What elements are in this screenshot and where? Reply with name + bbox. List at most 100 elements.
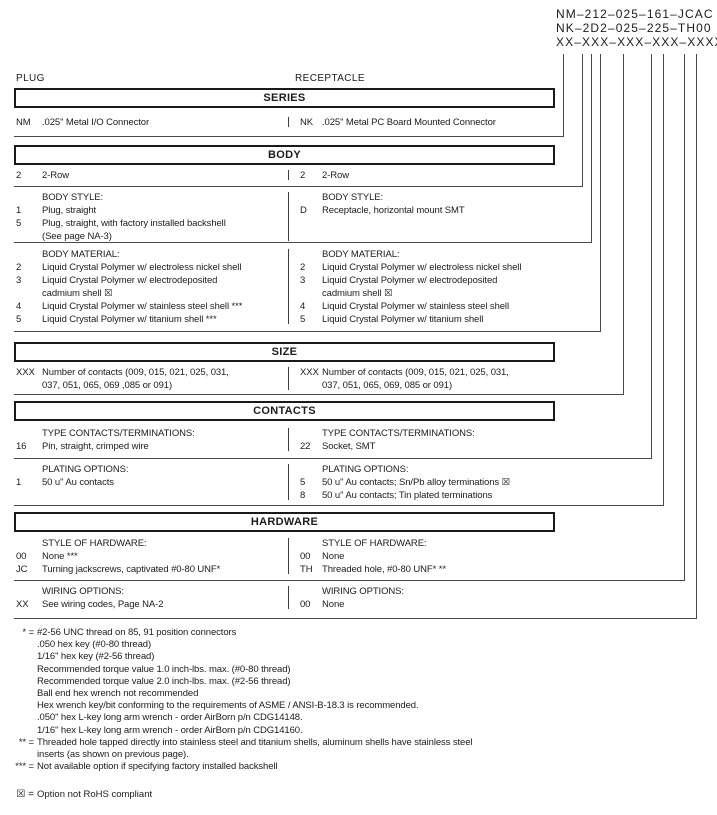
row-text: TYPE CONTACTS/TERMINATIONS: <box>322 428 475 439</box>
row-code: 8 <box>300 490 306 501</box>
rohs-text: Option not RoHS compliant <box>37 789 153 800</box>
row-text: None *** <box>42 551 78 562</box>
row-code: 4 <box>300 301 306 312</box>
row-line: TH Threaded hole, #0-80 UNF* ** <box>300 563 554 576</box>
row-text: .025" Metal PC Board Mounted Connector <box>322 117 496 128</box>
row-heading: BODY MATERIAL: <box>16 248 288 261</box>
row-text: (See page NA-3) <box>42 231 112 242</box>
section-title: SERIES <box>263 92 306 104</box>
row-heading: TYPE CONTACTS/TERMINATIONS: <box>16 427 288 440</box>
leader-line <box>663 54 664 506</box>
row-code: 5 <box>16 314 22 325</box>
row-heading: WIRING OPTIONS: <box>16 585 288 598</box>
row-code: 5 <box>300 314 306 325</box>
row-text: WIRING OPTIONS: <box>322 586 404 597</box>
column-divider <box>288 367 289 390</box>
leader-line <box>582 54 583 187</box>
footnote-marker <box>0 712 34 724</box>
row-heading: BODY MATERIAL: <box>300 248 554 261</box>
field-rule <box>14 331 601 332</box>
row-text: 50 u" Au contacts <box>42 477 114 488</box>
row-text: BODY MATERIAL: <box>42 249 120 260</box>
field-rule <box>14 136 564 137</box>
receptacle-value: NK–2D2–025–225–TH00 <box>556 21 712 35</box>
row-code: 1 <box>16 205 22 216</box>
footnote-line: * =#2-56 UNC thread on 85, 91 position c… <box>0 627 717 639</box>
part-number-mask: XX–XXX–XXX–XXX–XXXX <box>556 35 717 49</box>
footnote-marker: * = <box>22 627 34 638</box>
footnote-text: inserts (as shown on previous page). <box>37 748 189 760</box>
row-heading: TYPE CONTACTS/TERMINATIONS: <box>300 427 554 440</box>
leader-line <box>591 54 592 243</box>
section-header-size: SIZE <box>14 342 555 362</box>
row-text: 2-Row <box>322 170 349 181</box>
section-header-series: SERIES <box>14 88 555 108</box>
row-code: 5 <box>300 477 306 488</box>
section-title: SIZE <box>271 346 298 358</box>
row-text: .025" Metal I/O Connector <box>42 117 150 128</box>
row-code: XX <box>16 599 29 610</box>
row-text: STYLE OF HARDWARE: <box>322 538 427 549</box>
leader-line <box>684 54 685 581</box>
section-title: CONTACTS <box>253 405 316 417</box>
footnote-marker <box>0 700 34 712</box>
row-text: WIRING OPTIONS: <box>42 586 124 597</box>
row-code: 3 <box>16 275 22 286</box>
leader-line <box>600 54 601 332</box>
row-text: Plug, straight <box>42 205 97 216</box>
row-text: Plug, straight, with factory installed b… <box>42 218 226 229</box>
field-rule <box>14 618 697 619</box>
row-text: PLATING OPTIONS: <box>42 464 129 475</box>
row-heading: BODY STYLE: <box>300 191 554 204</box>
row-text: Number of contacts (009, 015, 021, 025, … <box>42 367 229 378</box>
row-code: 4 <box>16 301 22 312</box>
row-line: cadmium shell ☒ <box>300 287 554 300</box>
row-code: 1 <box>16 477 22 488</box>
row-text: See wiring codes, Page NA-2 <box>42 599 164 610</box>
footnote-line: 1/16" hex key (#2-56 thread) <box>0 651 717 663</box>
row-code: XXX <box>16 367 35 378</box>
row-text: Liquid Crystal Polymer w/ electrodeposit… <box>42 275 218 286</box>
field-rule <box>14 186 583 187</box>
row-code: 2 <box>16 262 22 273</box>
field-rule <box>14 458 652 459</box>
row-code: 00 <box>300 551 311 562</box>
row-code: XXX <box>300 367 319 378</box>
footnote-marker <box>0 688 34 700</box>
leader-line <box>696 54 697 619</box>
row-code: JC <box>16 564 28 575</box>
field-row-left: NM.025" Metal I/O Connector <box>16 116 288 129</box>
row-text: BODY STYLE: <box>322 192 384 203</box>
column-label-plug: PLUG <box>16 73 45 84</box>
column-divider <box>288 586 289 609</box>
leader-line <box>623 54 624 395</box>
footnote-line: .050 hex key (#0-80 thread) <box>0 639 717 651</box>
row-text: Threaded hole, #0-80 UNF* ** <box>322 564 446 575</box>
row-text: 037, 051, 065, 069 ,085 or 091) <box>42 380 173 391</box>
footnote-line: .050" hex L-key long arm wrench - order … <box>0 712 717 724</box>
column-divider <box>288 538 289 574</box>
row-code: TH <box>300 564 313 575</box>
row-text: Receptacle, horizontal mount SMT <box>322 205 465 216</box>
row-line: XXX Number of contacts (009, 015, 021, 02… <box>16 366 288 379</box>
footnote-text: 1/16" hex L-key long arm wrench - order … <box>37 724 303 736</box>
footnote-text: .050" hex L-key long arm wrench - order … <box>37 712 303 724</box>
